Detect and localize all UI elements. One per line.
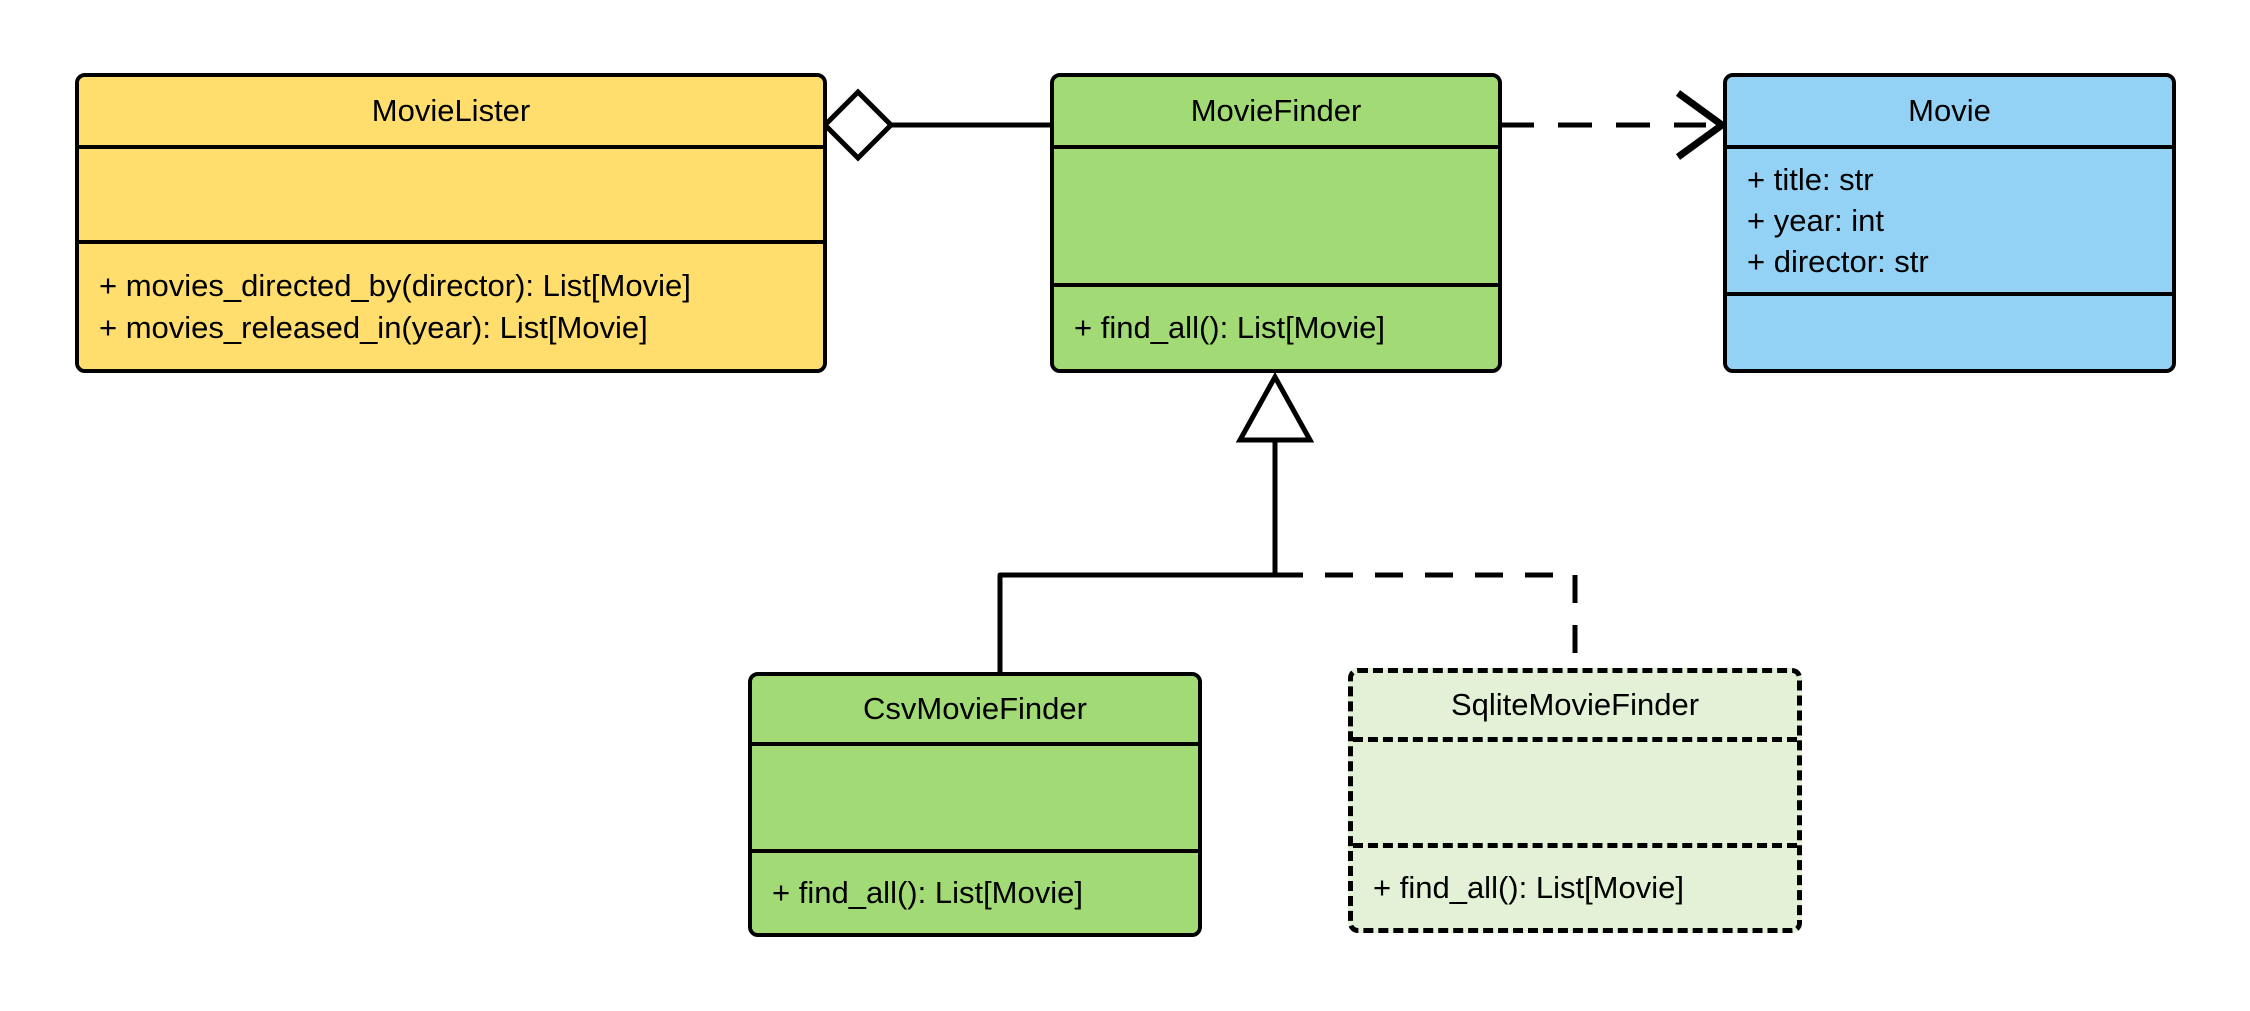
class-title-compartment: CsvMovieFinder <box>752 676 1198 746</box>
class-attributes-compartment <box>752 746 1198 853</box>
class-methods-compartment <box>1727 296 2172 369</box>
class-name-label: CsvMovieFinder <box>863 691 1087 727</box>
class-attributes-compartment: + title: str + year: int + director: str <box>1727 149 2172 296</box>
class-methods-compartment: + movies_directed_by(director): List[Mov… <box>79 244 823 369</box>
class-box-movie[interactable]: Movie + title: str + year: int + directo… <box>1723 73 2176 373</box>
class-name-label: MovieLister <box>371 93 531 129</box>
class-box-movie-lister[interactable]: MovieLister + movies_directed_by(directo… <box>75 73 827 373</box>
class-name-label: Movie <box>1908 93 1991 129</box>
class-attributes-compartment <box>1353 742 1797 848</box>
generalization-branch-sqlite <box>1275 572 1578 672</box>
class-attributes-compartment <box>1054 149 1498 287</box>
class-methods-compartment: + find_all(): List[Movie] <box>1054 287 1498 369</box>
hollow-triangle-icon <box>1235 371 1315 443</box>
relationship-generalization-to-finder <box>997 371 1578 676</box>
class-method-item: + find_all(): List[Movie] <box>772 875 1083 911</box>
class-title-compartment: MovieLister <box>79 77 823 149</box>
class-title-compartment: MovieFinder <box>1054 77 1498 149</box>
class-method-item: + movies_directed_by(director): List[Mov… <box>99 268 691 304</box>
class-title-compartment: SqliteMovieFinder <box>1353 673 1797 742</box>
class-attributes-compartment <box>79 149 823 244</box>
class-attribute-item: + title: str <box>1747 161 1874 197</box>
class-box-csv-movie-finder[interactable]: CsvMovieFinder + find_all(): List[Movie] <box>748 672 1202 937</box>
hollow-diamond-icon <box>821 88 895 162</box>
class-box-sqlite-movie-finder[interactable]: SqliteMovieFinder + find_all(): List[Mov… <box>1348 668 1802 933</box>
open-arrow-icon <box>1675 90 1728 160</box>
class-method-item: + find_all(): List[Movie] <box>1074 310 1385 346</box>
class-attribute-item: + year: int <box>1747 202 1884 238</box>
class-name-label: MovieFinder <box>1190 93 1362 129</box>
class-method-item: + find_all(): List[Movie] <box>1373 870 1684 906</box>
class-method-item: + movies_released_in(year): List[Movie] <box>99 309 648 345</box>
class-methods-compartment: + find_all(): List[Movie] <box>1353 848 1797 928</box>
class-methods-compartment: + find_all(): List[Movie] <box>752 853 1198 933</box>
relationship-aggregation-lister-finder <box>821 88 1050 162</box>
class-name-label: SqliteMovieFinder <box>1450 687 1700 723</box>
relationship-dependency-finder-movie <box>1500 90 1728 160</box>
class-attribute-item: + director: str <box>1747 244 1929 280</box>
generalization-branch-csv <box>997 572 1275 676</box>
class-box-movie-finder[interactable]: MovieFinder + find_all(): List[Movie] <box>1050 73 1502 373</box>
class-title-compartment: Movie <box>1727 77 2172 149</box>
